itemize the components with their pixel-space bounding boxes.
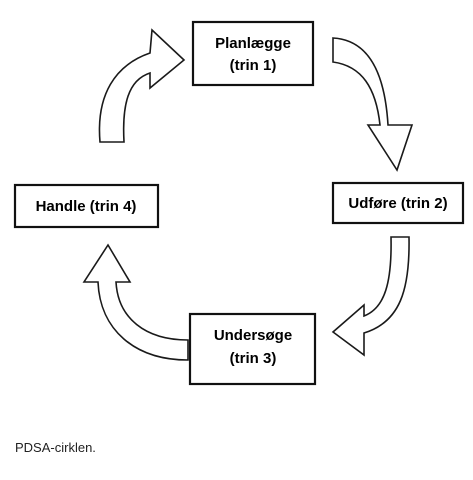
pdsa-cycle-diagram: Planlægge (trin 1) Udføre (trin 2) Under… xyxy=(13,20,465,386)
arrow-study-to-act xyxy=(82,243,189,361)
step-plan-title: Planlægge xyxy=(215,35,291,52)
step-study-title: Undersøge xyxy=(214,327,292,344)
step-do-title: Udføre (trin 2) xyxy=(348,195,447,212)
step-plan-box: Planlægge (trin 1) xyxy=(191,20,315,87)
step-study-box: Undersøge (trin 3) xyxy=(188,312,317,386)
step-act-title: Handle (trin 4) xyxy=(36,198,137,215)
arrow-do-to-study xyxy=(331,236,410,357)
arrow-plan-to-do xyxy=(332,37,414,172)
step-act-box: Handle (trin 4) xyxy=(13,183,160,229)
figure-caption: PDSA-cirklen. xyxy=(15,440,96,455)
step-study-subtitle: (trin 3) xyxy=(230,350,277,367)
step-do-box: Udføre (trin 2) xyxy=(331,181,465,225)
arrow-act-to-plan xyxy=(98,28,186,143)
step-plan-subtitle: (trin 1) xyxy=(230,57,277,74)
